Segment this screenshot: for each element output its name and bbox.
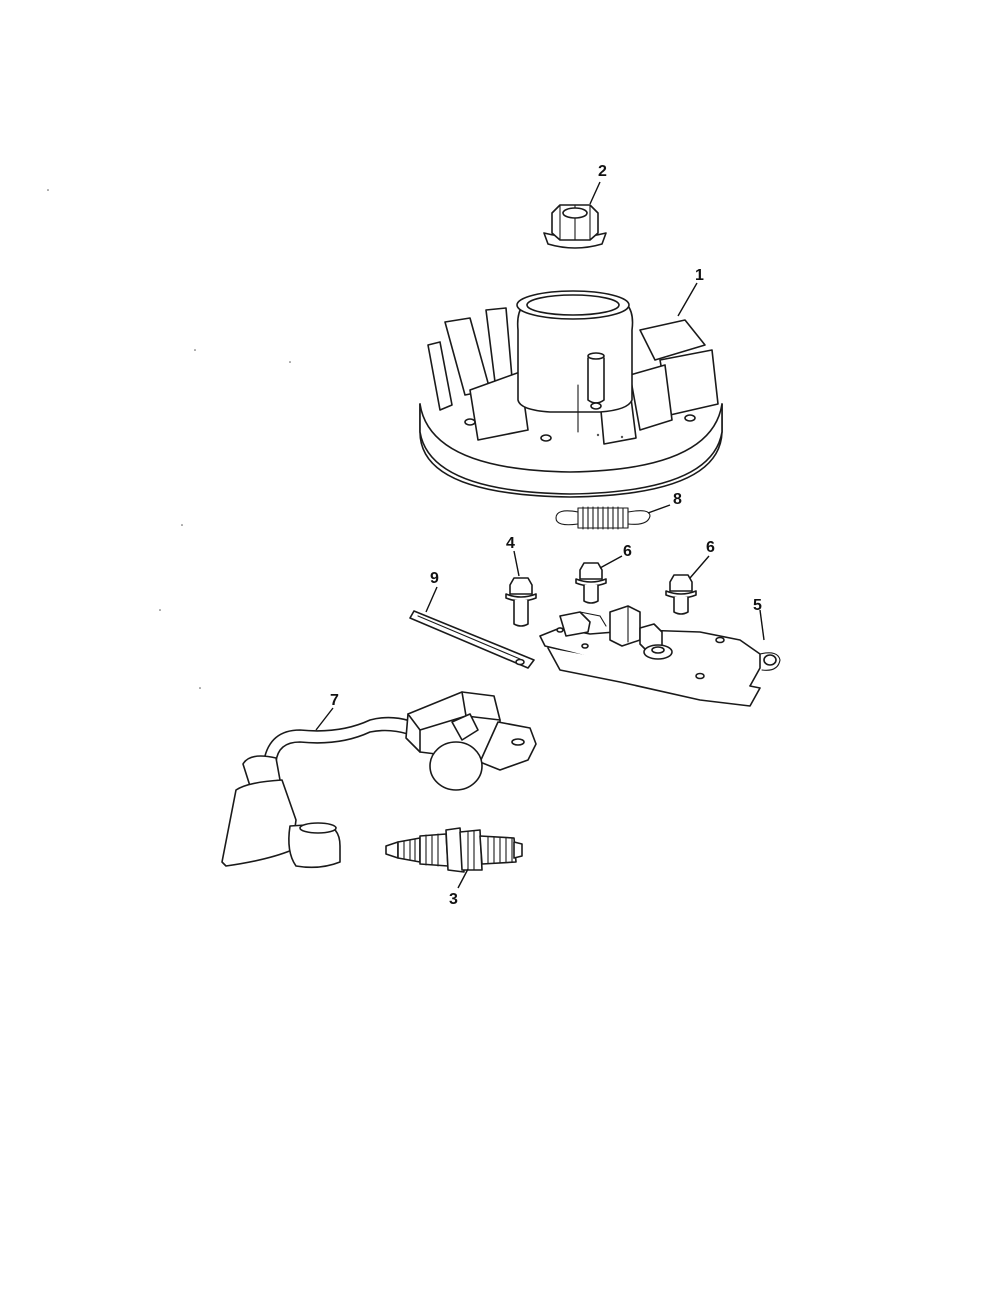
spring-part [555, 506, 651, 530]
long-bolt-part [505, 577, 537, 627]
callout-8: 8 [673, 491, 682, 508]
callout-4: 4 [506, 535, 515, 552]
ignition-coil-part [221, 691, 537, 869]
callout-6-right: 6 [706, 539, 715, 556]
flywheel-part [419, 290, 723, 498]
spark-plug-part [385, 827, 523, 873]
spring-coils [577, 506, 629, 530]
callout-6-middle: 6 [623, 543, 632, 560]
leader-lines [315, 181, 765, 889]
callout-9: 9 [430, 570, 439, 587]
callout-1: 1 [695, 267, 704, 284]
callout-labels: 2 1 8 4 6 6 9 5 7 3 [330, 163, 762, 908]
callout-3: 3 [449, 891, 458, 908]
callout-2: 2 [598, 163, 607, 180]
short-bolt-part-middle [575, 562, 607, 604]
flange-nut-part [543, 204, 607, 249]
ground-strip-part [409, 610, 535, 669]
short-bolt-part-right [665, 574, 697, 615]
callout-7: 7 [330, 692, 339, 709]
bracket-part [539, 605, 781, 707]
scan-specks [47, 189, 291, 689]
callout-5: 5 [753, 597, 762, 614]
